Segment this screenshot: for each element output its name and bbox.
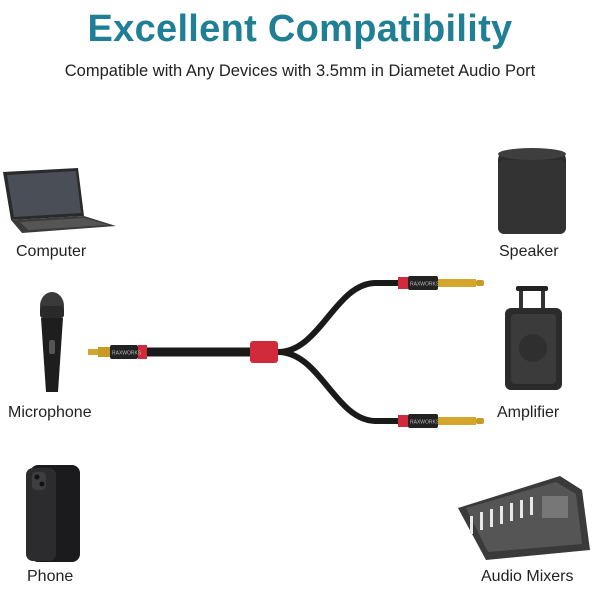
device-label-phone: Phone: [27, 568, 74, 585]
microphone-icon: [40, 292, 64, 392]
audio-mixer-icon: [458, 476, 590, 560]
amplifier-icon: [505, 286, 562, 390]
speaker-icon: [498, 148, 566, 234]
device-label-audio-mixers: Audio Mixers: [481, 568, 574, 585]
svg-text:RAXWORKS: RAXWORKS: [410, 282, 440, 288]
svg-text:RAXWORKS: RAXWORKS: [112, 351, 142, 357]
page-subtitle: Compatible with Any Devices with 3.5mm i…: [64, 62, 536, 80]
svg-text:RAXWORKS: RAXWORKS: [410, 420, 440, 426]
device-label-microphone: Microphone: [8, 404, 92, 421]
phone-icon: [26, 465, 80, 562]
laptop-icon: [3, 168, 116, 233]
y-splitter-cable: RAXWORKS RAXWORKS RAXWORKS: [88, 276, 484, 428]
device-label-computer: Computer: [16, 243, 87, 260]
device-label-amplifier: Amplifier: [497, 404, 560, 421]
page-title: Excellent Compatibility: [87, 8, 513, 50]
device-label-speaker: Speaker: [499, 243, 559, 260]
